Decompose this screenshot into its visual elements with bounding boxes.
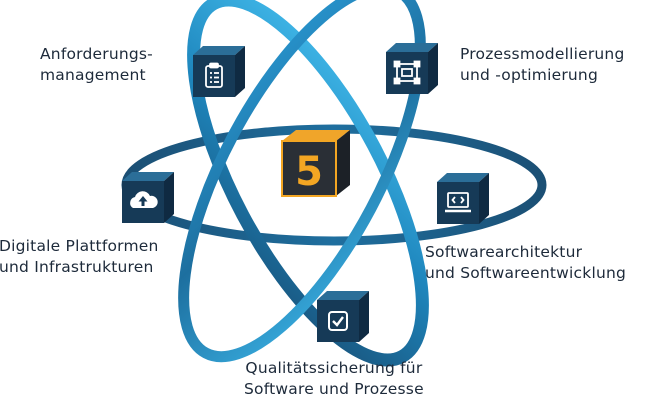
node-architecture-cube [437, 173, 489, 224]
orbit-tilted-left [187, 0, 429, 367]
label-platforms-line-1: Digitale Plattformen [0, 237, 159, 255]
process-diagram-icon [393, 60, 421, 85]
label-quality-line-2: Software und Prozesse [244, 380, 424, 398]
center-cube: 5 [281, 130, 350, 197]
label-requirements: Anforderungs- management [40, 44, 153, 86]
label-process-line-2: und -optimierung [460, 66, 598, 84]
label-platforms-line-2: und Infrastrukturen [0, 258, 154, 276]
label-platforms: Digitale Plattformen und Infrastrukturen [0, 236, 159, 278]
label-architecture-line-2: und Softwareentwicklung [425, 264, 627, 282]
label-process-line-1: Prozessmodellierung [460, 45, 625, 63]
label-architecture: Softwarearchitektur und Softwareentwickl… [425, 242, 626, 284]
node-requirements-cube [193, 46, 245, 97]
node-process-cube [386, 43, 438, 94]
node-quality-cube [317, 291, 369, 342]
label-requirements-line-1: Anforderungs- [40, 45, 153, 63]
label-quality-line-1: Qualitätssicherung für [245, 359, 423, 377]
clipboard-list-icon [205, 62, 223, 88]
label-requirements-line-2: management [40, 66, 146, 84]
center-number: 5 [295, 149, 323, 195]
checkbox-icon [328, 311, 348, 331]
label-quality: Qualitätssicherung für Software und Proz… [244, 358, 424, 400]
node-platforms-cube [122, 172, 174, 223]
label-process: Prozessmodellierung und -optimierung [460, 44, 624, 86]
cloud-upload-icon [130, 191, 158, 208]
laptop-code-icon [445, 192, 471, 213]
orbit-tilted-right [178, 0, 426, 363]
label-architecture-line-1: Softwarearchitektur [425, 243, 583, 261]
